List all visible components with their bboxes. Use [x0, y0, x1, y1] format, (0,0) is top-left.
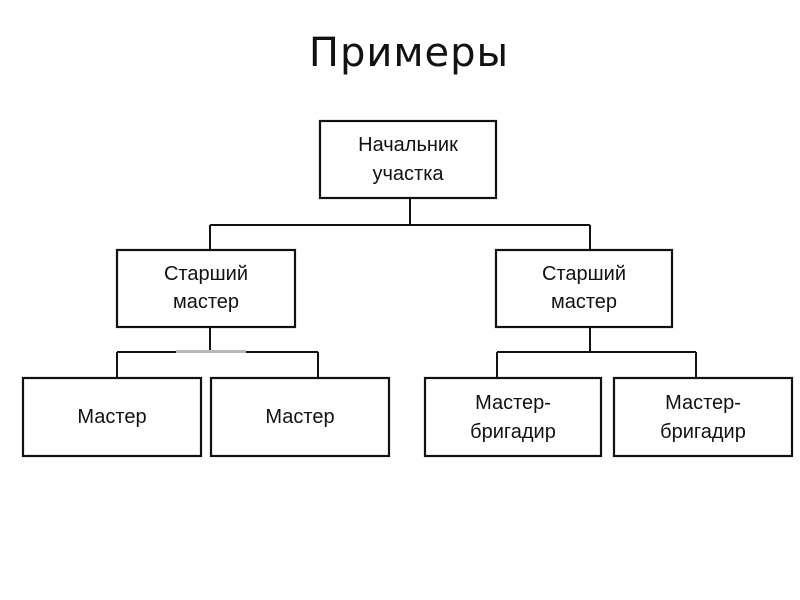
node-label-line: Мастер	[77, 406, 146, 428]
node-box	[612, 376, 794, 458]
node-senior-master-right: Старший мастер	[494, 248, 674, 329]
node-box	[21, 376, 203, 458]
connectors-root	[209, 198, 591, 250]
node-label-line: бригадир	[470, 421, 556, 443]
node-label-line: Мастер	[265, 406, 334, 428]
node-label-line: мастер	[173, 291, 239, 313]
node-foreman-2: Мастер- бригадир	[612, 376, 794, 458]
connectors-left	[116, 327, 319, 378]
node-section-head: Начальник участка	[318, 119, 498, 200]
node-label-line: Начальник	[358, 134, 458, 156]
page-title: Примеры	[308, 30, 510, 76]
node-foreman-1: Мастер- бригадир	[423, 376, 603, 458]
node-label-line: бригадир	[660, 421, 746, 443]
node-box	[423, 376, 603, 458]
node-senior-master-left: Старший мастер	[115, 248, 297, 329]
node-label-line: Мастер-	[665, 392, 741, 414]
connectors-right	[496, 327, 697, 378]
node-box	[115, 248, 297, 329]
node-label-line: Старший	[164, 263, 248, 285]
node-label-line: мастер	[551, 291, 617, 313]
node-label-line: Мастер-	[475, 392, 551, 414]
node-master-1: Мастер	[21, 376, 203, 458]
node-box	[494, 248, 674, 329]
node-master-2: Мастер	[209, 376, 391, 458]
node-label-line: участка	[372, 163, 444, 185]
node-box	[209, 376, 391, 458]
node-label-line: Старший	[542, 263, 626, 285]
scan-artifact	[176, 350, 246, 353]
node-box	[318, 119, 498, 200]
